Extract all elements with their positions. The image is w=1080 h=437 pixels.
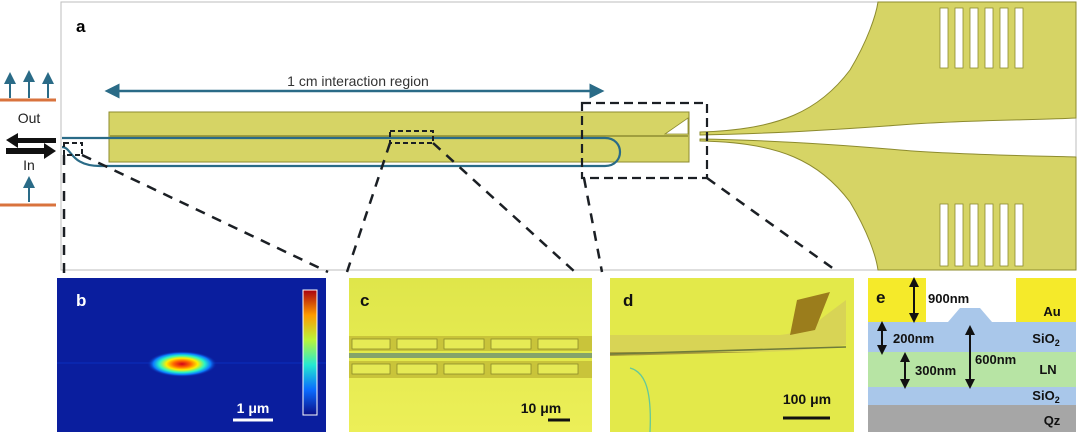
lower-electrode-fan (699, 138, 1077, 271)
panel-b: b 1 μm (57, 278, 326, 432)
zoom-box-c (389, 130, 434, 144)
layer-label-sio2-bottom: SiO2 (1032, 388, 1059, 405)
scale-label-c: 10 μm (521, 400, 561, 416)
out-label: Out (18, 110, 41, 126)
zoom-box-d (580, 101, 709, 180)
electrode-segments (349, 336, 592, 378)
panel-b-letter: b (76, 291, 86, 310)
dim-300-label: 300nm (915, 363, 956, 378)
panel-d: d 100 μm (610, 278, 854, 432)
upper-probe-slots (939, 7, 1024, 69)
dimension-arrows (877, 277, 975, 389)
colorbar (302, 289, 318, 416)
au-right (1016, 278, 1076, 322)
sio2-buffer-layer (868, 387, 1076, 405)
scale-label-b: 1 μm (237, 400, 270, 416)
scale-label-d: 100 μm (783, 391, 831, 407)
layer-label-ln: LN (1039, 362, 1056, 377)
panel-e-letter: e (876, 288, 885, 307)
qz-substrate (868, 405, 1076, 432)
in-label: In (23, 157, 35, 173)
in-out-arrows (6, 133, 56, 159)
panel-c: c 10 μm (349, 278, 592, 432)
layer-label-qz: Qz (1044, 413, 1061, 428)
zoom-lead-lines (62, 142, 839, 275)
zoom-box-b (63, 142, 83, 156)
output-up-arrows (4, 70, 54, 98)
layer-label-sio2-top: SiO2 (1032, 331, 1059, 348)
lower-probe-slots (939, 203, 1024, 267)
panel-c-letter: c (360, 291, 369, 310)
panel-d-letter: d (623, 291, 633, 310)
panel-a-letter: a (76, 17, 86, 36)
dim-200-label: 200nm (893, 331, 934, 346)
io-illustration: Out In (0, 70, 56, 207)
dim-600-label: 600nm (975, 352, 1016, 367)
dim-900-label: 900nm (928, 291, 969, 306)
rib-bump (948, 308, 992, 322)
waveguide-loop (61, 136, 621, 168)
panel-a: a 1 cm interactio (60, 1, 1077, 275)
layer-label-au: Au (1043, 304, 1060, 319)
optical-mode-profile (147, 351, 217, 377)
interaction-region-label: 1 cm interaction region (287, 73, 429, 89)
upper-electrode-fan (699, 1, 1077, 136)
taper-electrode (610, 292, 847, 432)
electrode-taper (663, 117, 689, 135)
panel-e: e 900nm 200nm 300nm 600nm Au SiO2 LN SiO… (868, 277, 1076, 432)
